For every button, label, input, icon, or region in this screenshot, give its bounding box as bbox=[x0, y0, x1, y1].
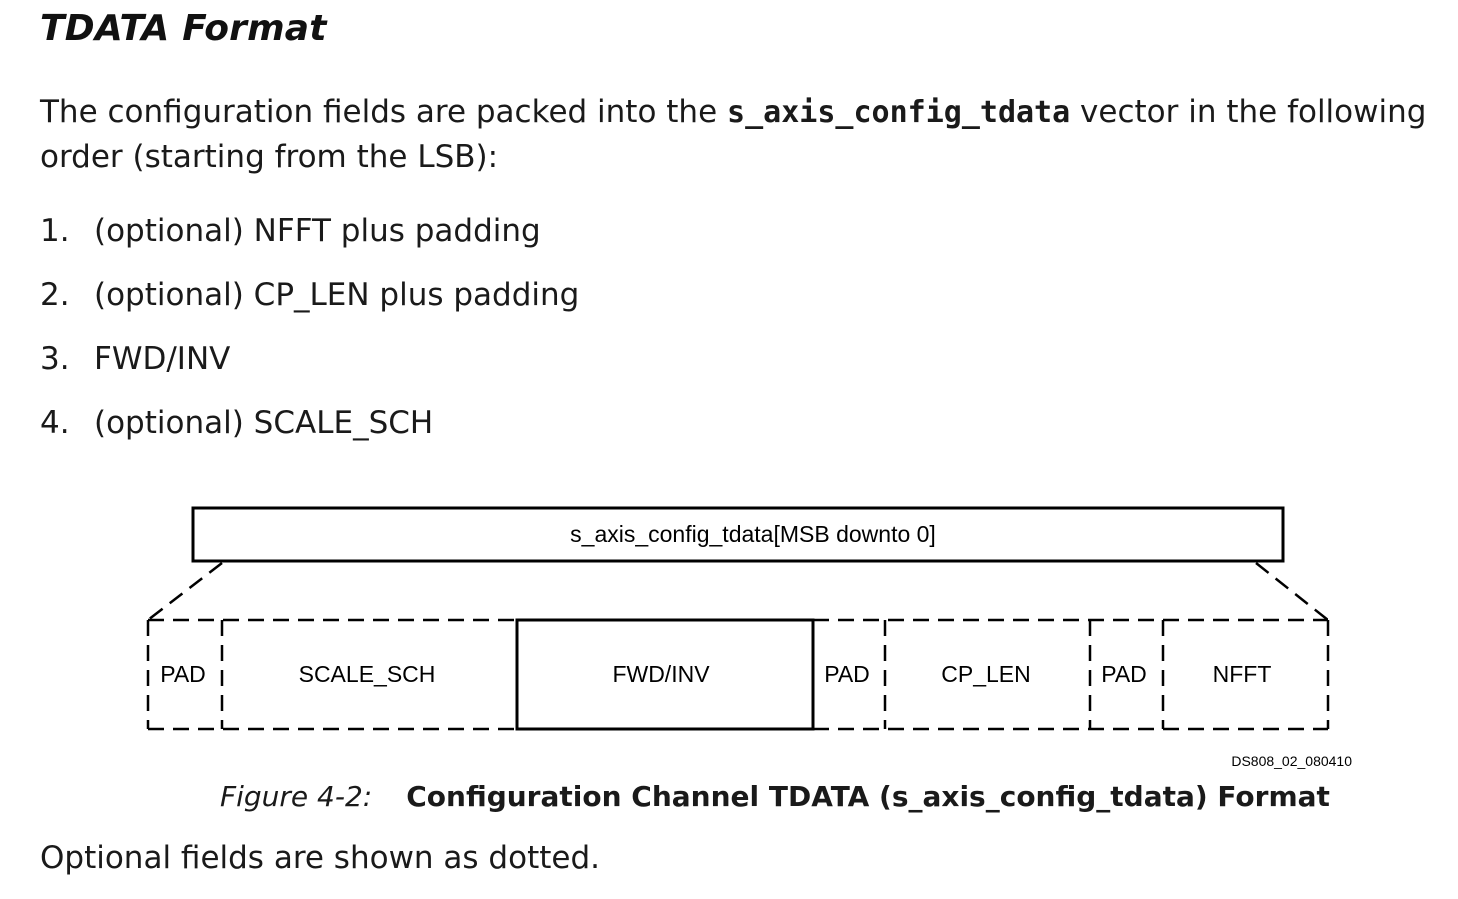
field-label-pad-3: PAD bbox=[1101, 661, 1147, 687]
list-item-text: (optional) NFFT plus padding bbox=[94, 213, 541, 249]
list-item: 4. (optional) SCALE_SCH bbox=[40, 397, 579, 461]
vector-box bbox=[191, 506, 1285, 563]
fwd-inv-box bbox=[515, 618, 815, 731]
list-item: 1. (optional) NFFT plus padding bbox=[40, 205, 579, 269]
intro-text-before: The configuration fields are packed into… bbox=[40, 94, 728, 130]
list-item-text: FWD/INV bbox=[94, 341, 231, 377]
field-order-list: 1. (optional) NFFT plus padding 2. (option… bbox=[40, 205, 579, 461]
list-item-number: 3. bbox=[40, 341, 70, 377]
list-item-number: 1. bbox=[40, 213, 70, 249]
intro-paragraph: The configuration fields are packed into… bbox=[40, 90, 1430, 179]
section-heading: TDATA Format bbox=[40, 8, 327, 49]
list-item-number: 2. bbox=[40, 277, 70, 313]
field-label-pad-2: PAD bbox=[824, 661, 870, 687]
field-label-cp-len: CP_LEN bbox=[941, 661, 1030, 687]
footer-note: Optional fields are shown as dotted. bbox=[40, 840, 600, 876]
vector-label: s_axis_config_tdata[MSB downto 0] bbox=[570, 521, 936, 547]
list-item-text: (optional) CP_LEN plus padding bbox=[94, 277, 580, 313]
expand-line-right bbox=[1255, 562, 1329, 621]
intro-text-after: vector in the following order (starting … bbox=[40, 94, 1427, 175]
list-item-number: 4. bbox=[40, 405, 70, 441]
field-label-scale-sch: SCALE_SCH bbox=[299, 661, 436, 687]
list-item: 3. FWD/INV bbox=[40, 333, 579, 397]
caption-title: Configuration Channel TDATA (s_axis_conf… bbox=[406, 780, 1330, 813]
expand-line-left bbox=[147, 562, 223, 621]
field-label-fwd-inv: FWD/INV bbox=[612, 661, 710, 687]
intro-code: s_axis_config_tdata bbox=[727, 95, 1071, 130]
figure-caption: Figure 4-2: Configuration Channel TDATA (… bbox=[220, 780, 1330, 813]
list-item: 2. (optional) CP_LEN plus padding bbox=[40, 269, 579, 333]
list-item-text: (optional) SCALE_SCH bbox=[94, 405, 434, 441]
field-label-nfft: NFFT bbox=[1213, 661, 1272, 687]
field-label-pad-1: PAD bbox=[160, 661, 206, 687]
figure-doc-id: DS808_02_080410 bbox=[1231, 753, 1352, 769]
tdata-format-figure: s_axis_config_tdata[MSB downto 0] PAD SC… bbox=[146, 506, 1352, 769]
caption-number: Figure 4-2: bbox=[220, 780, 373, 813]
